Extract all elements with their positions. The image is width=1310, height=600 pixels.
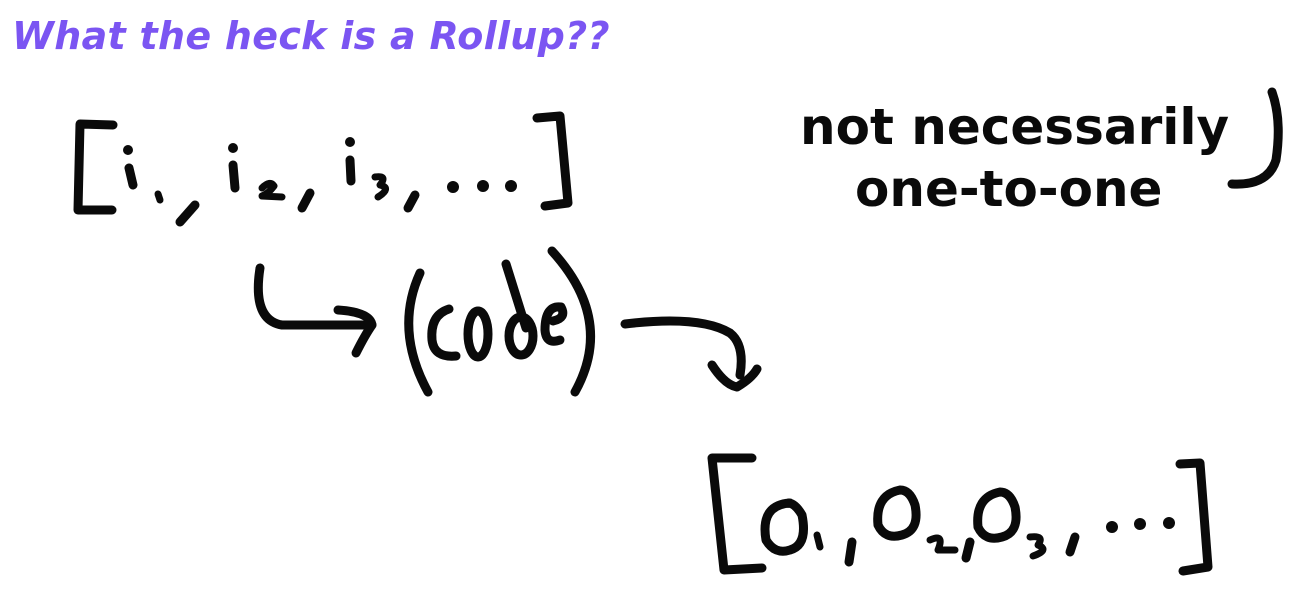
outputs-list [707,453,1213,576]
annotation-note: not necessarily one-to-one [800,87,1283,218]
right-bracket-inputs [532,111,573,211]
right-bracket-outputs [1175,458,1213,576]
right-paren [547,246,596,397]
left-paren [404,268,433,397]
left-bracket-outputs [707,453,767,575]
annotation-brace [1227,87,1283,189]
inputs-list [73,111,573,227]
annotation-line-2: one-to-one [855,160,1162,218]
arrow-to-code-icon [253,263,377,330]
code-process [404,246,596,397]
page-title: What the heck is a Rollup?? [12,14,610,58]
arrowhead-to-outputs [707,360,762,392]
left-bracket-inputs [73,119,118,215]
arrow-to-outputs-icon [620,316,746,380]
annotation-line-1: not necessarily [800,98,1229,156]
arrowhead-to-code [333,305,377,358]
